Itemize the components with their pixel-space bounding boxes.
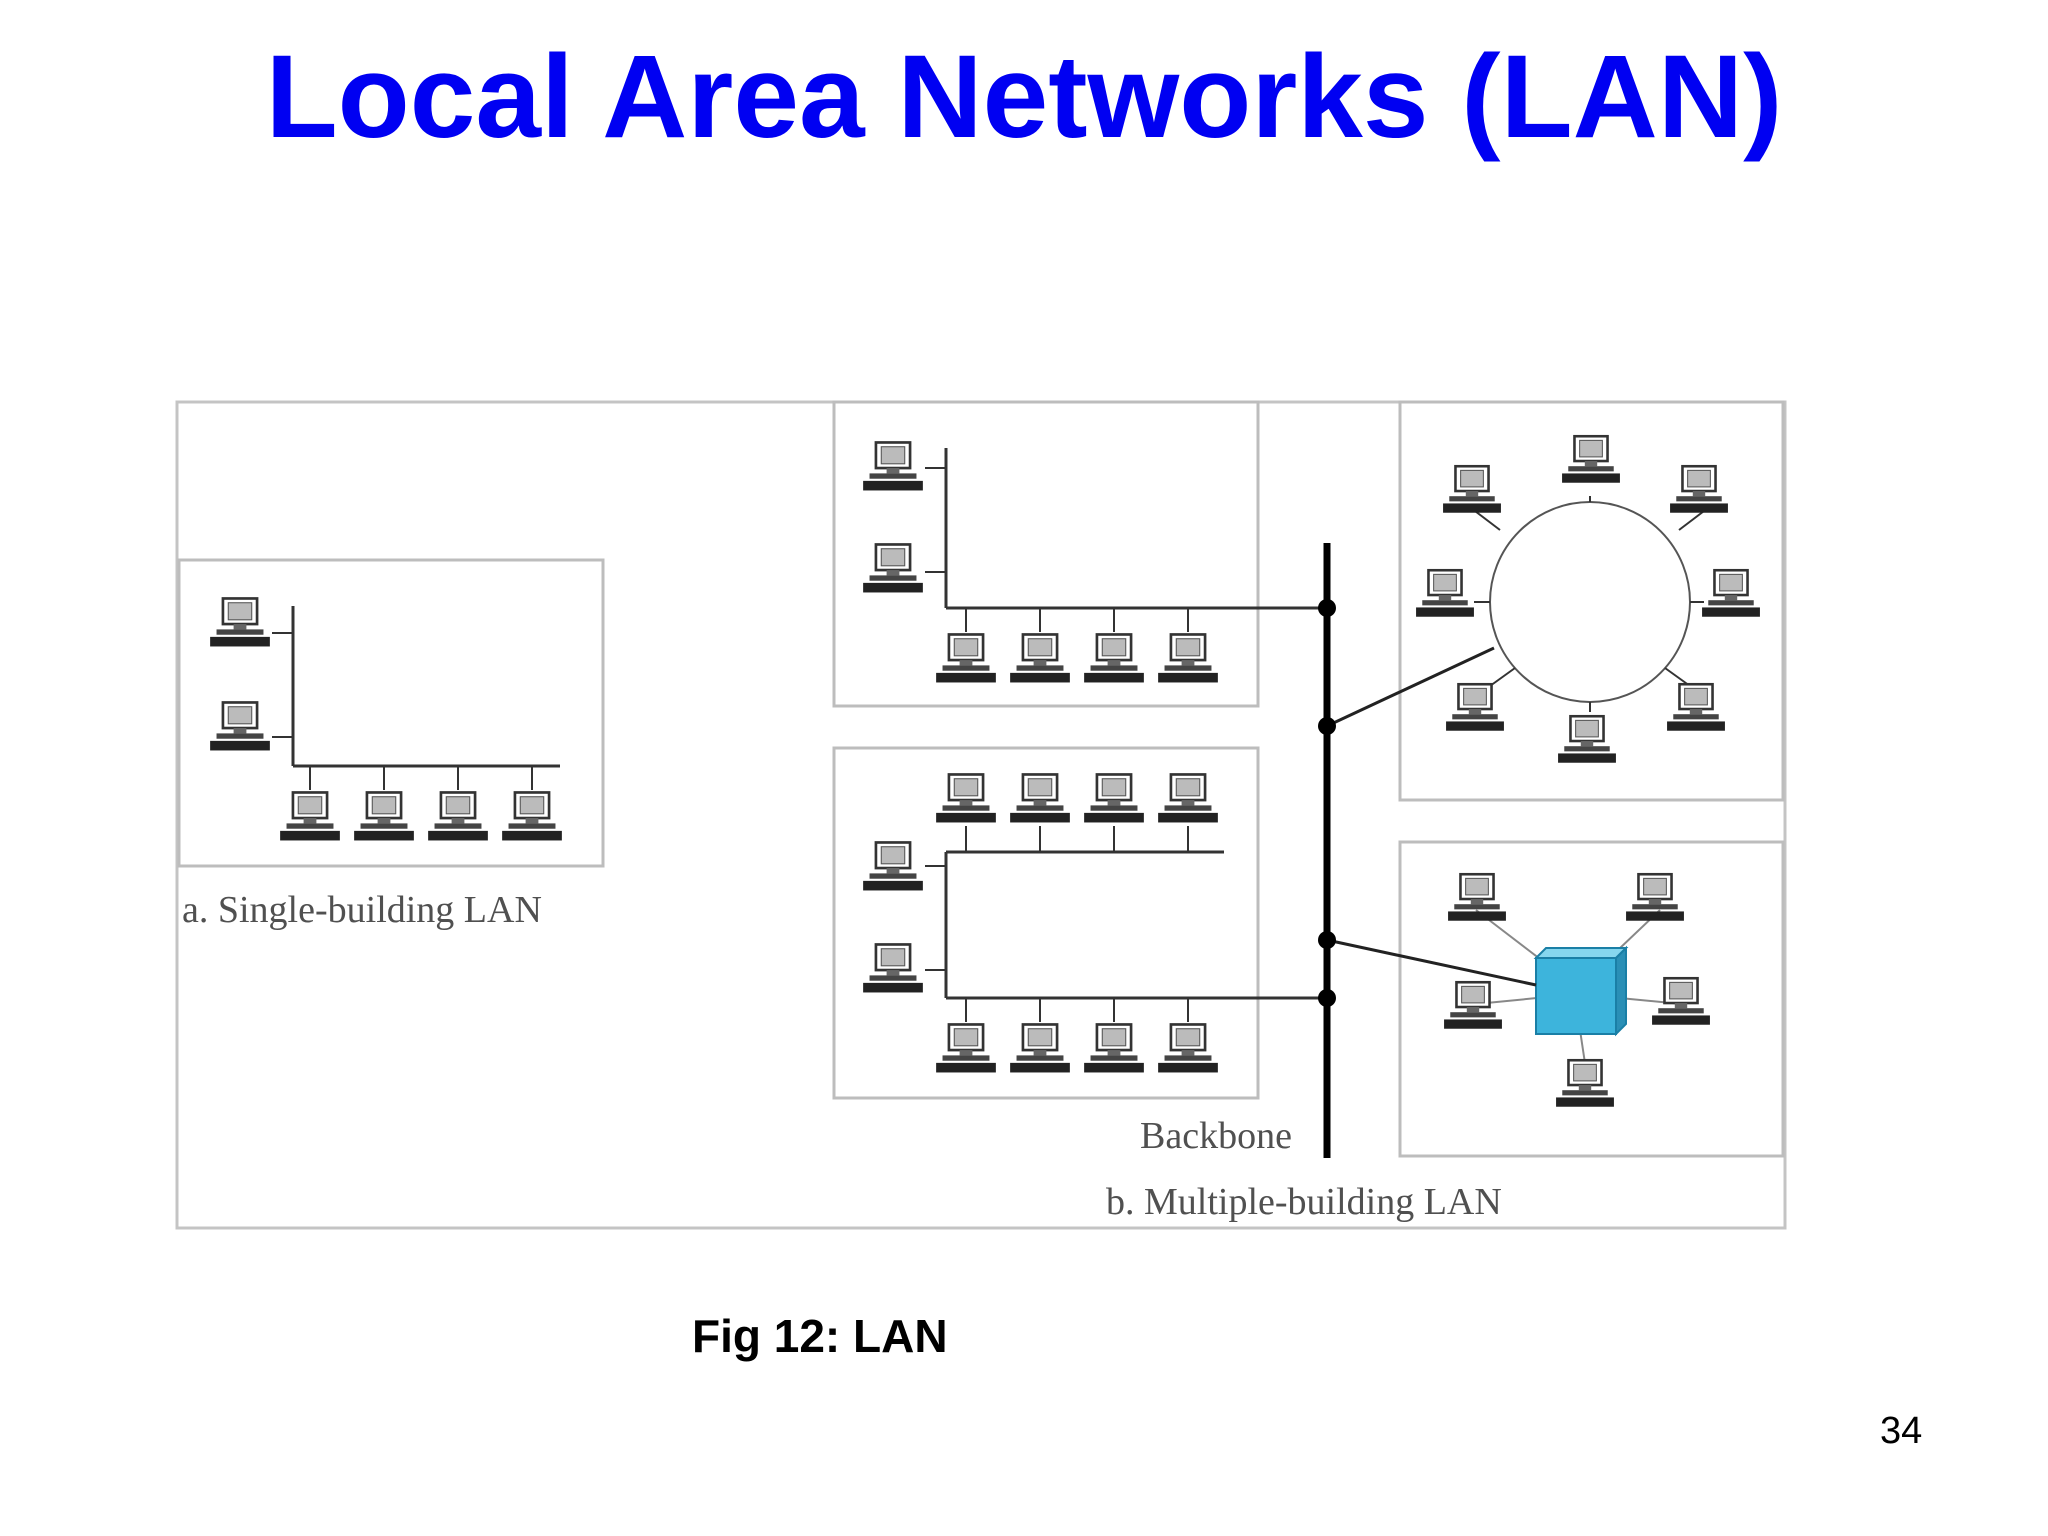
building-star	[1398, 840, 1785, 1158]
single-building-label: a. Single-building LAN	[182, 889, 542, 931]
page-number: 34	[1880, 1410, 1923, 1452]
backbone-label: Backbone	[1140, 1115, 1292, 1157]
backbone-junction	[1318, 989, 1336, 1007]
building-bus-top	[832, 400, 1327, 708]
backbone: Backbone	[1140, 543, 1537, 1158]
ring-topology	[1489, 501, 1691, 703]
single-building-lan: a. Single-building LAN	[177, 558, 605, 931]
backbone-junction	[1318, 599, 1336, 617]
figure-caption: Fig 12: LAN	[692, 1310, 948, 1362]
hub-switch-icon	[1533, 945, 1629, 1037]
backbone-junction	[1318, 717, 1336, 735]
multiple-building-label: b. Multiple-building LAN	[1106, 1181, 1502, 1223]
building-bus-bottom	[832, 746, 1327, 1100]
slide-title: Local Area Networks (LAN)	[265, 31, 1783, 163]
backbone-junction	[1318, 931, 1336, 949]
building-ring	[1398, 400, 1785, 802]
